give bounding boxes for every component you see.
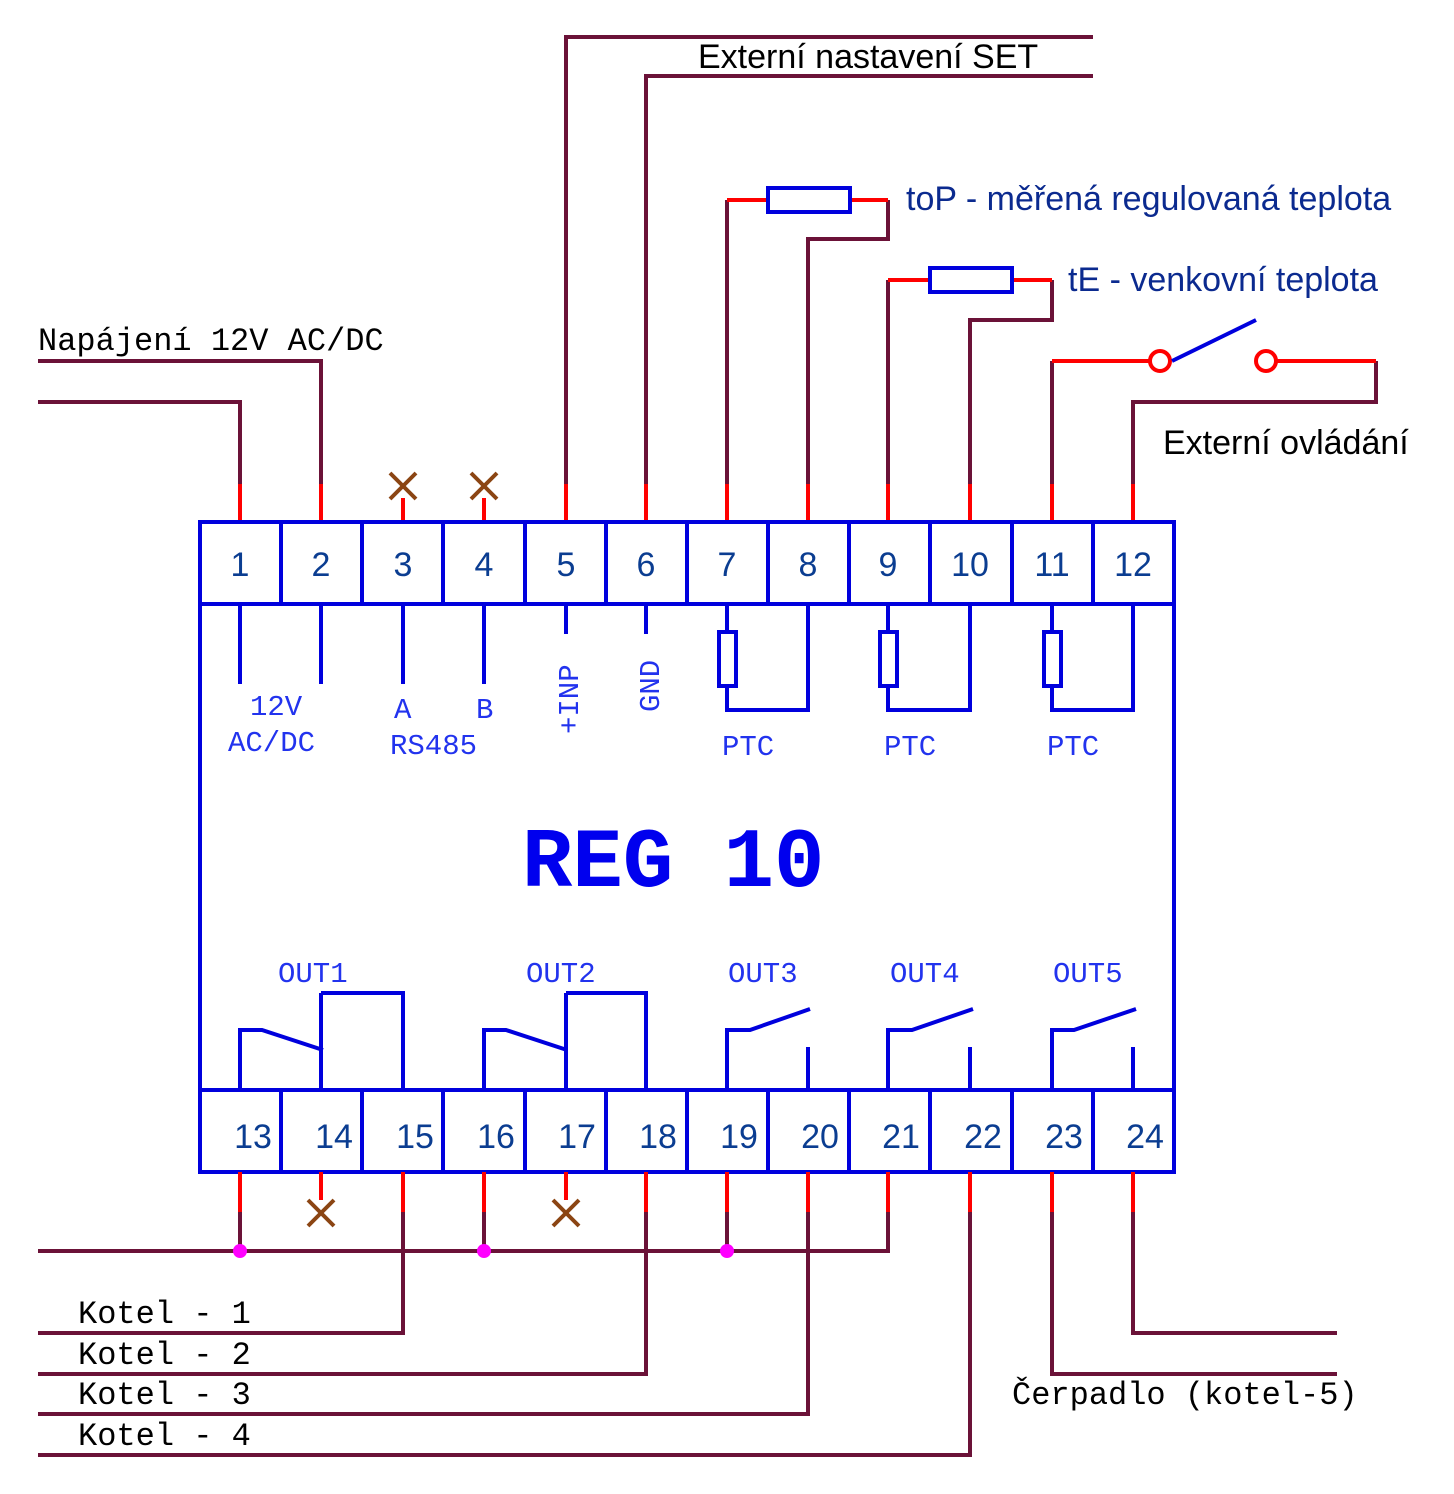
terminal-strip-top: 1 2 3 4 5 6 7 8 9 10 11 12 [198,520,1176,606]
kotel-3-label: Kotel - 3 [78,1377,251,1414]
top-sensor-resistor [727,186,888,214]
out2-label: OUT2 [526,958,596,991]
external-switch [1052,318,1376,373]
terminal-10: 10 [951,546,989,584]
junction-dots [233,1244,734,1258]
top-wiring [38,35,1378,484]
out5-label: OUT5 [1053,958,1123,991]
terminal-24: 24 [1126,1118,1164,1156]
terminal-11: 11 [1034,546,1069,584]
terminal-14: 14 [315,1118,353,1156]
nc-cross-3-4 [388,471,499,501]
ptc-label-2: PTC [884,731,936,764]
power-label-12v: 12V [250,691,303,724]
terminal-15: 15 [396,1118,434,1156]
device-body [198,604,1176,1090]
output-relays: OUT1 OUT2 OUT3 OUT4 OUT5 [238,958,1137,1090]
terminal-3: 3 [394,546,413,584]
bottom-pin-stubs [238,1172,1135,1212]
external-labels: Napájení 12V AC/DC Externí nastavení SET… [38,38,1409,1455]
bottom-wiring [38,1212,1337,1457]
te-sensor-resistor [888,266,1052,294]
rs485-label: RS485 [390,730,477,763]
terminal-6: 6 [637,546,656,584]
inner-top-connections [238,604,1135,712]
top-pin-stubs [238,484,1135,522]
terminal-9: 9 [879,546,898,584]
rs485-b-label: B [476,694,493,727]
power-label-acdc: AC/DC [228,727,315,760]
terminal-16: 16 [477,1118,515,1156]
top-sensor-label: toP - měřená regulovaná teplota [906,180,1391,218]
terminal-13: 13 [234,1118,272,1156]
terminal-23: 23 [1045,1118,1083,1156]
kotel-4-label: Kotel - 4 [78,1418,251,1455]
terminal-21: 21 [882,1118,920,1156]
terminal-5: 5 [557,546,576,584]
terminal-19: 19 [720,1118,758,1156]
terminal-18: 18 [639,1118,677,1156]
pump-label: Čerpadlo (kotel-5) [1012,1377,1358,1414]
kotel-1-label: Kotel - 1 [78,1296,251,1333]
power-supply-label: Napájení 12V AC/DC [38,323,384,360]
kotel-2-label: Kotel - 2 [78,1337,251,1374]
ptc-label-1: PTC [722,731,774,764]
inner-top-labels: 12V AC/DC A B RS485 +INP GND PTC PTC PTC [228,660,1099,764]
external-control-label: Externí ovládání [1163,424,1409,462]
ptc-label-3: PTC [1047,731,1099,764]
out3-label: OUT3 [728,958,798,991]
gnd-label: GND [635,660,668,712]
terminal-7: 7 [718,546,737,584]
terminal-20: 20 [801,1118,839,1156]
te-sensor-label: tE - venkovní teplota [1068,261,1378,299]
terminal-1: 1 [231,546,250,584]
terminal-4: 4 [475,546,494,584]
out1-label: OUT1 [278,958,348,991]
terminal-8: 8 [799,546,818,584]
terminal-12: 12 [1114,546,1152,584]
terminal-2: 2 [312,546,331,584]
terminal-17: 17 [558,1118,596,1156]
terminal-22: 22 [964,1118,1002,1156]
rs485-a-label: A [394,694,412,727]
out4-label: OUT4 [890,958,960,991]
terminal-strip-bottom: 13 14 15 16 17 18 19 20 21 22 23 24 [198,1088,1176,1174]
nc-cross-14-17 [306,1198,581,1228]
external-set-label: Externí nastavení SET [698,38,1038,76]
device-title: REG 10 [522,817,824,912]
inp-label: +INP [554,664,587,734]
